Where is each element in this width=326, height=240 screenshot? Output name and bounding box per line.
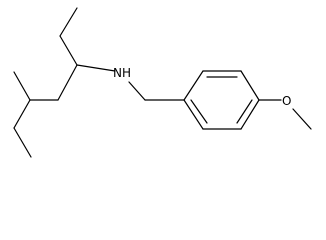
bond-methyl-branch bbox=[13, 71, 31, 101]
bond-ethyl-terminal bbox=[59, 7, 78, 37]
bond-n-ch2 bbox=[128, 81, 146, 101]
bond-ethyl-chain bbox=[59, 35, 78, 66]
bond-chain-3 bbox=[13, 99, 31, 129]
ring-double-bond-right bbox=[236, 99, 253, 124]
bond-c-n bbox=[76, 64, 116, 72]
skeletal-structure: NH O bbox=[13, 7, 312, 158]
ring-bond-4 bbox=[240, 99, 260, 130]
bond-chain-terminal bbox=[13, 127, 32, 158]
bond-o-methyl bbox=[292, 108, 312, 130]
bond-chain-1 bbox=[57, 64, 78, 101]
ring-double-bond-left bbox=[190, 99, 208, 124]
nitrogen-atom-label: NH bbox=[113, 66, 131, 80]
ring-bond-3 bbox=[240, 70, 260, 101]
oxygen-atom-label: O bbox=[282, 94, 291, 108]
ring-bond-1 bbox=[183, 70, 204, 101]
ring-bond-6 bbox=[183, 99, 204, 130]
